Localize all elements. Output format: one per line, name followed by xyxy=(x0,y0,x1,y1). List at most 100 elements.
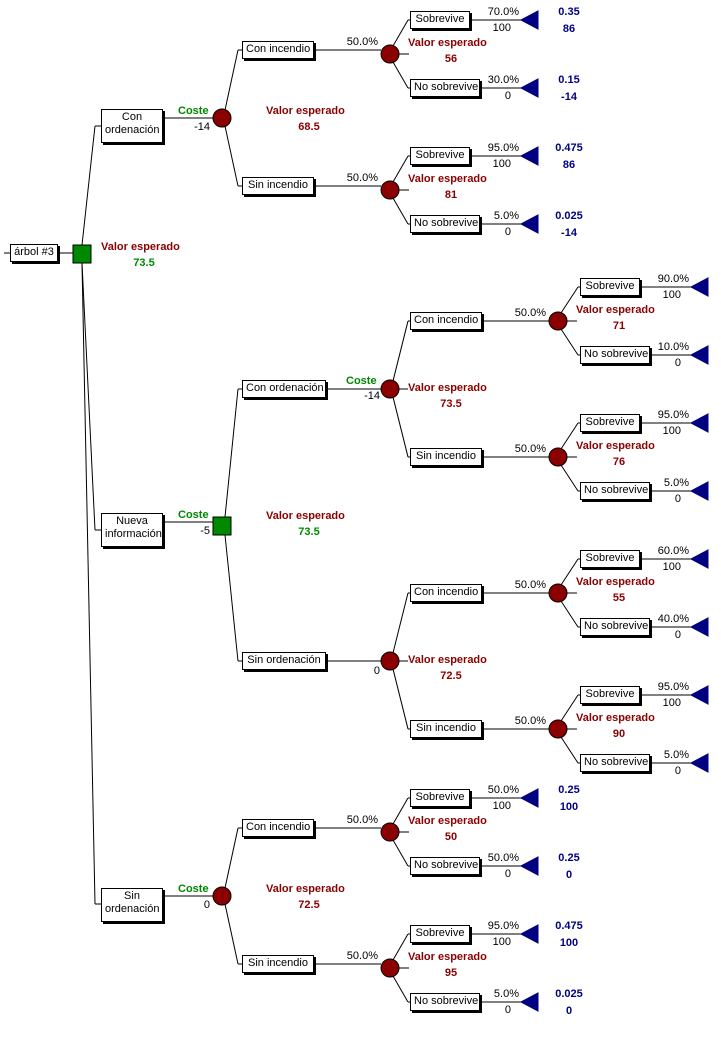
coste-value: -14 xyxy=(194,121,210,133)
branch-box-sin-incendio[interactable]: Sin incendio xyxy=(242,177,314,195)
terminal-node-icon[interactable] xyxy=(519,214,539,234)
joint-probability: 0.475 xyxy=(555,920,583,932)
chance-node-icon[interactable] xyxy=(548,311,568,331)
branch-box-sobrevive[interactable]: Sobrevive xyxy=(580,686,640,704)
terminal-value: 0 xyxy=(565,869,573,881)
chance-node-icon[interactable] xyxy=(548,583,568,603)
payoff-label: 0 xyxy=(504,226,511,238)
terminal-node-icon[interactable] xyxy=(519,146,539,166)
root-label-box[interactable]: árbol #3 xyxy=(10,244,58,262)
branch-box-sobrevive[interactable]: Sobrevive xyxy=(580,550,640,568)
chance-node-icon[interactable] xyxy=(380,958,400,978)
branch-box-no-sobrevive[interactable]: No sobrevive xyxy=(580,482,650,500)
payoff-label: 100 xyxy=(492,936,511,948)
terminal-node-icon[interactable] xyxy=(689,685,709,705)
probability-label: 5.0% xyxy=(493,988,519,1000)
branch-line xyxy=(224,125,239,187)
chance-node-icon[interactable] xyxy=(212,886,232,906)
branch-box-no-sobrevive[interactable]: No sobrevive xyxy=(580,754,650,772)
expected-value-title: Valor esperado xyxy=(576,304,655,316)
branch-line xyxy=(224,903,239,965)
branch-box-sobrevive[interactable]: Sobrevive xyxy=(410,147,470,165)
payoff-label: 100 xyxy=(662,289,681,301)
branch-box-sobrevive[interactable]: Sobrevive xyxy=(410,789,470,807)
branch-box-no-sobrevive[interactable]: No sobrevive xyxy=(580,346,650,364)
payoff-label: 100 xyxy=(662,425,681,437)
terminal-node-icon[interactable] xyxy=(519,992,539,1012)
terminal-node-icon[interactable] xyxy=(689,481,709,501)
terminal-node-icon[interactable] xyxy=(689,617,709,637)
payoff-label: 100 xyxy=(662,697,681,709)
chance-node-icon[interactable] xyxy=(380,180,400,200)
branch-box-no-sobrevive[interactable]: No sobrevive xyxy=(410,993,480,1011)
expected-value: 72.5 xyxy=(440,670,462,682)
branch-box-sobrevive[interactable]: Sobrevive xyxy=(580,278,640,296)
terminal-node-icon[interactable] xyxy=(519,10,539,30)
chance-node-icon[interactable] xyxy=(380,379,400,399)
chance-node-icon[interactable] xyxy=(548,719,568,739)
payoff-label: 0 xyxy=(674,629,681,641)
chance-node-icon[interactable] xyxy=(380,651,400,671)
terminal-node-icon[interactable] xyxy=(689,277,709,297)
branch-box-con-ordenacion[interactable]: Con ordenación xyxy=(242,380,326,398)
root-decision-node-icon[interactable] xyxy=(72,244,92,264)
terminal-value: 100 xyxy=(559,801,579,813)
branch-line xyxy=(560,328,579,356)
branch-box-con-incendio[interactable]: Con incendio xyxy=(410,312,482,330)
probability-label: 50.0% xyxy=(487,784,519,796)
terminal-value: 86 xyxy=(562,23,576,35)
probability-label: 60.0% xyxy=(657,545,689,557)
branch-line xyxy=(392,668,409,730)
branch-box-no-sobrevive[interactable]: No sobrevive xyxy=(580,618,650,636)
payoff-label: 0 xyxy=(674,765,681,777)
branch-box-con-incendio[interactable]: Con incendio xyxy=(242,41,314,59)
branch-box-con-incendio[interactable]: Con incendio xyxy=(242,819,314,837)
chance-node-icon[interactable] xyxy=(212,108,232,128)
terminal-node-icon[interactable] xyxy=(689,413,709,433)
branch-box-sobrevive[interactable]: Sobrevive xyxy=(410,925,470,943)
branch-box-sin-incendio[interactable]: Sin incendio xyxy=(410,720,482,738)
branch-box-no-sobrevive[interactable]: No sobrevive xyxy=(410,79,480,97)
branch-box-sin-incendio[interactable]: Sin incendio xyxy=(410,448,482,466)
chance-node-icon[interactable] xyxy=(380,44,400,64)
terminal-node-icon[interactable] xyxy=(519,856,539,876)
coste-label: Coste xyxy=(178,509,209,521)
branch-box-sin-ordenacion[interactable]: Sin ordenación xyxy=(242,652,326,670)
expected-value-title: Valor esperado xyxy=(408,382,487,394)
expected-value-title: Valor esperado xyxy=(266,510,345,522)
branch-line xyxy=(81,262,96,531)
coste-value: 0 xyxy=(373,665,380,677)
joint-probability: 0.025 xyxy=(555,988,583,1000)
branch-box-con-incendio[interactable]: Con incendio xyxy=(410,584,482,602)
probability-label: 95.0% xyxy=(487,142,519,154)
terminal-node-icon[interactable] xyxy=(689,345,709,365)
expected-value: 68.5 xyxy=(298,121,320,133)
terminal-value: -14 xyxy=(561,91,577,103)
branch-box-sin-incendio[interactable]: Sin incendio xyxy=(242,955,314,973)
coste-value: -14 xyxy=(364,390,380,402)
decision-node-icon[interactable] xyxy=(212,516,232,536)
chance-node-icon[interactable] xyxy=(380,822,400,842)
branch-box-no-sobrevive[interactable]: No sobrevive xyxy=(410,215,480,233)
branch-line xyxy=(392,61,409,89)
probability-label: 50.0% xyxy=(346,36,378,48)
branch-box-sobrevive[interactable]: Sobrevive xyxy=(410,11,470,29)
probability-label: 50.0% xyxy=(514,715,546,727)
terminal-node-icon[interactable] xyxy=(519,788,539,808)
payoff-label: 0 xyxy=(504,90,511,102)
joint-probability: 0.025 xyxy=(555,210,583,222)
terminal-node-icon[interactable] xyxy=(689,753,709,773)
branch-line xyxy=(392,396,409,458)
chance-node-icon[interactable] xyxy=(548,447,568,467)
branch-line xyxy=(560,422,579,450)
branch-box-sobrevive[interactable]: Sobrevive xyxy=(580,414,640,432)
branch-box-no-sobrevive[interactable]: No sobrevive xyxy=(410,857,480,875)
terminal-node-icon[interactable] xyxy=(519,924,539,944)
terminal-node-icon[interactable] xyxy=(519,78,539,98)
probability-label: 95.0% xyxy=(487,920,519,932)
terminal-node-icon[interactable] xyxy=(689,549,709,569)
